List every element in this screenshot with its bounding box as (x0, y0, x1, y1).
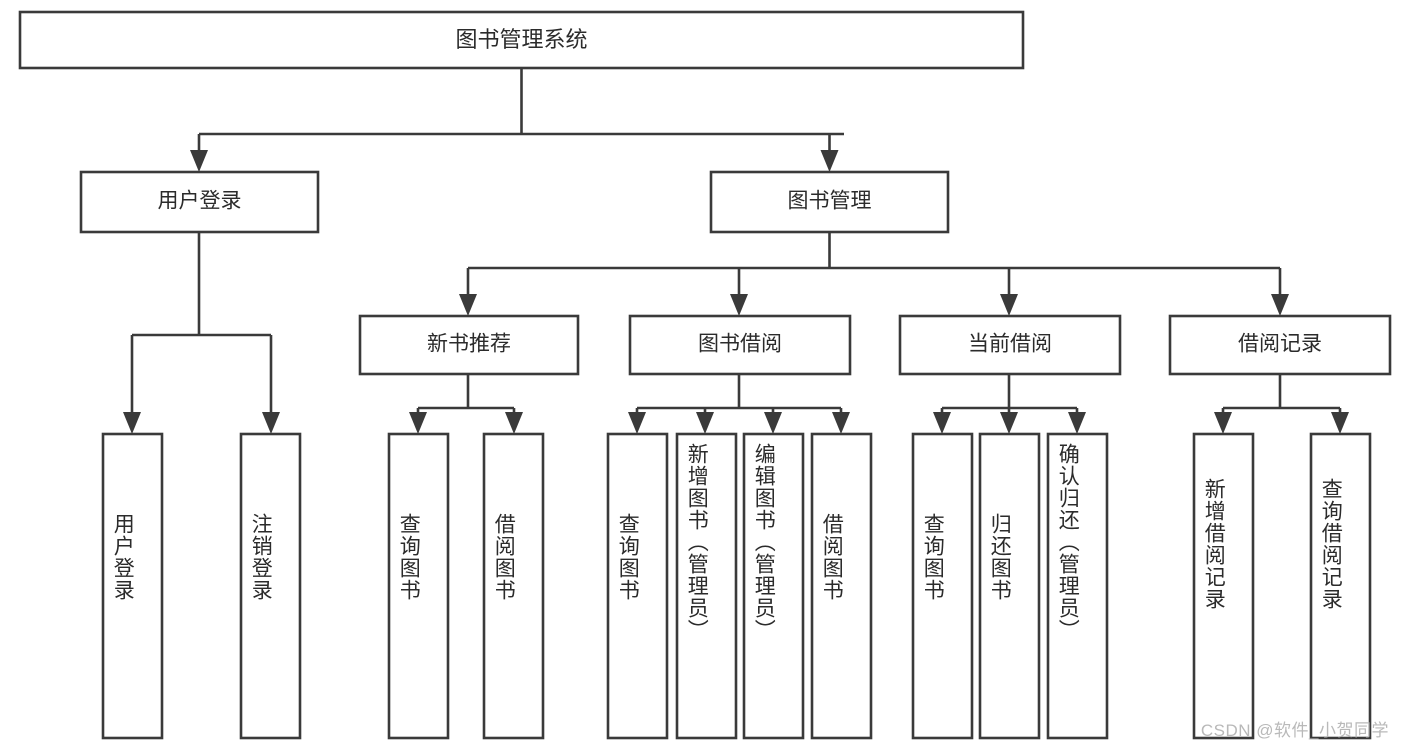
connector-group-borrow-record (1214, 374, 1349, 434)
arrow-to-new-book-recommend (459, 294, 477, 316)
arrow-to-leaf-user-login (123, 412, 141, 434)
connector-group-new-book-recommend (409, 374, 523, 434)
connector-group-current-borrow (933, 374, 1086, 434)
arrow-to-leaf-query-book-3 (933, 412, 951, 434)
arrow-to-leaf-add-book (696, 412, 714, 434)
node-user-login[interactable]: 用户登录 (79, 170, 320, 234)
arrow-to-leaf-return-book (1000, 412, 1018, 434)
connector-group-root (190, 68, 844, 172)
node-borrow-record[interactable]: 借阅记录 (1168, 314, 1392, 376)
node-new-book-recommend-box[interactable] (358, 314, 580, 376)
connector-group-book-borrow (628, 374, 850, 434)
node-borrow-record-label: 借阅记录 (1238, 333, 1322, 356)
node-book-management-box[interactable] (709, 170, 950, 234)
arrow-to-leaf-logout-login (262, 412, 280, 434)
arrow-to-leaf-query-book-1 (409, 412, 427, 434)
arrow-to-leaf-edit-book (764, 412, 782, 434)
arrow-to-leaf-confirm-return (1068, 412, 1086, 434)
node-leaf-add-record-box[interactable] (1192, 432, 1255, 740)
node-new-book-recommend-label: 新书推荐 (427, 333, 511, 356)
node-current-borrow-label: 当前借阅 (968, 333, 1052, 356)
connector-group-user-login (123, 232, 280, 434)
node-leaf-logout-login-box[interactable] (239, 432, 302, 740)
leaf-boxes (101, 432, 1372, 740)
node-leaf-borrow-book-1-box[interactable] (482, 432, 545, 740)
arrow-to-leaf-query-record (1331, 412, 1349, 434)
arrow-to-book-borrow (730, 294, 748, 316)
node-current-borrow[interactable]: 当前借阅 (898, 314, 1122, 376)
node-root[interactable]: 图书管理系统 (18, 10, 1025, 70)
node-leaf-confirm-return-box[interactable] (1046, 432, 1109, 740)
arrow-to-current-borrow (1000, 294, 1018, 316)
node-leaf-add-book-box[interactable] (675, 432, 738, 740)
node-borrow-record-box[interactable] (1168, 314, 1392, 376)
node-current-borrow-box[interactable] (898, 314, 1122, 376)
arrow-root-to-book-management (820, 150, 839, 172)
node-new-book-recommend[interactable]: 新书推荐 (358, 314, 580, 376)
node-leaf-edit-book-box[interactable] (742, 432, 805, 740)
node-root-box[interactable] (18, 10, 1025, 70)
watermark-text: CSDN @软件_小贺同学 (1200, 721, 1389, 740)
node-leaf-query-book-3-box[interactable] (911, 432, 974, 740)
node-leaf-borrow-book-2-box[interactable] (810, 432, 873, 740)
arrow-to-leaf-add-record (1214, 412, 1232, 434)
node-leaf-query-record-box[interactable] (1309, 432, 1372, 740)
node-leaf-return-book-box[interactable] (978, 432, 1041, 740)
node-user-login-label: 用户登录 (158, 190, 242, 213)
node-book-management-label: 图书管理 (788, 190, 872, 213)
arrow-to-leaf-borrow-book-2 (832, 412, 850, 434)
node-book-borrow-label: 图书借阅 (698, 333, 782, 356)
node-user-login-box[interactable] (79, 170, 320, 234)
node-book-borrow-box[interactable] (628, 314, 852, 376)
node-leaf-user-login-box[interactable] (101, 432, 164, 740)
node-leaf-query-book-1-box[interactable] (387, 432, 450, 740)
arrow-root-to-user-login (190, 150, 208, 172)
arrow-to-borrow-record (1271, 294, 1289, 316)
arrow-to-leaf-query-book-2 (628, 412, 646, 434)
node-root-label: 图书管理系统 (455, 27, 587, 52)
connector-group-book-management (459, 232, 1289, 316)
node-leaf-query-book-2-box[interactable] (606, 432, 669, 740)
node-book-borrow[interactable]: 图书借阅 (628, 314, 852, 376)
node-book-management[interactable]: 图书管理 (709, 170, 950, 234)
arrow-to-leaf-borrow-book-1 (505, 412, 523, 434)
